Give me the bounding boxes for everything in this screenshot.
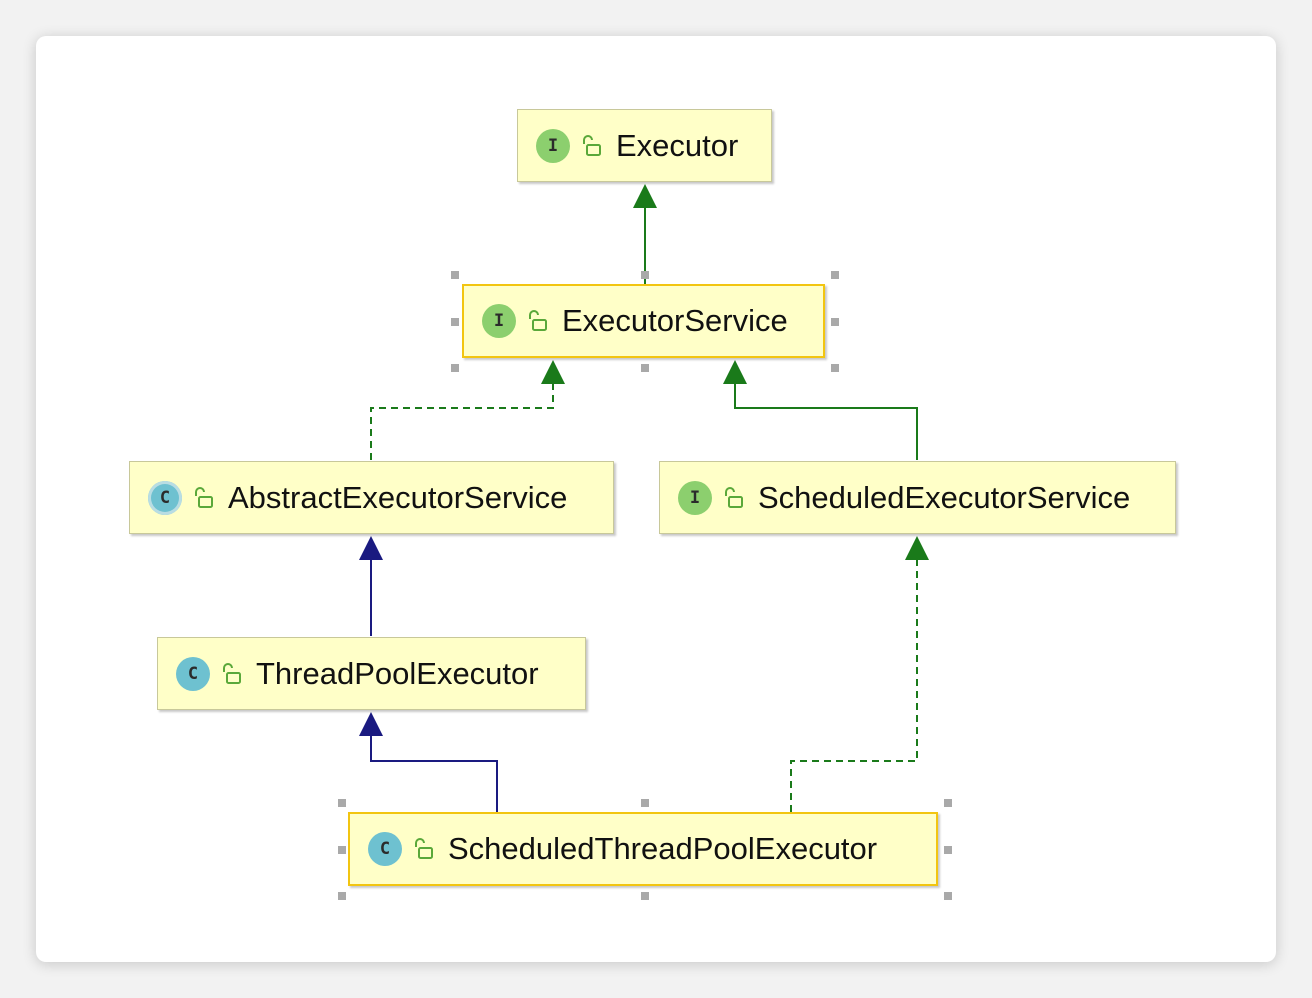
node-threadpoolexecutor[interactable]: C ThreadPoolExecutor <box>157 637 586 710</box>
node-label: ScheduledThreadPoolExecutor <box>448 831 878 866</box>
edge-scheduledthreadpoolexecutor-implements-scheduledexecutorservice <box>790 536 929 812</box>
unlocked-icon <box>529 310 547 331</box>
abstract-class-icon: C <box>148 480 182 515</box>
class-icon: C <box>368 832 402 866</box>
selection-handle[interactable] <box>831 364 839 372</box>
unlocked-icon <box>415 838 433 859</box>
selection-handle[interactable] <box>338 846 346 854</box>
node-scheduledthreadpoolexecutor[interactable]: C ScheduledThreadPoolExecutor <box>348 812 938 886</box>
selection-handle[interactable] <box>831 318 839 326</box>
selection-handle[interactable] <box>641 364 649 372</box>
edge-scheduledthreadpoolexecutor-extends-threadpoolexecutor <box>359 712 498 812</box>
node-scheduledexecutorservice[interactable]: I ScheduledExecutorService <box>659 461 1176 534</box>
node-executorservice[interactable]: I ExecutorService <box>462 284 825 358</box>
selection-handle[interactable] <box>641 892 649 900</box>
interface-icon: I <box>678 480 712 515</box>
node-abstractexecutorservice[interactable]: C AbstractExecutorService <box>129 461 614 534</box>
class-icon: C <box>176 656 210 691</box>
selection-handle[interactable] <box>451 271 459 279</box>
unlocked-icon <box>725 486 743 508</box>
edge-executorservice-extends-executor <box>633 184 657 284</box>
node-label: ThreadPoolExecutor <box>256 655 539 691</box>
node-label: Executor <box>616 127 739 163</box>
selection-handle[interactable] <box>944 892 952 900</box>
node-label: AbstractExecutorService <box>228 479 568 515</box>
unlocked-icon <box>195 486 213 508</box>
selection-handle[interactable] <box>641 799 649 807</box>
interface-icon: I <box>482 304 516 338</box>
interface-icon: I <box>536 128 570 163</box>
unlocked-icon <box>583 134 601 156</box>
selection-handle[interactable] <box>338 799 346 807</box>
selection-handle[interactable] <box>831 271 839 279</box>
selection-handle[interactable] <box>451 364 459 372</box>
selection-handle[interactable] <box>338 892 346 900</box>
selection-handle[interactable] <box>641 271 649 279</box>
edge-abstractexecutorservice-implements-executorservice <box>370 360 565 460</box>
unlocked-icon <box>223 662 241 684</box>
edge-scheduledexecutorservice-extends-executorservice <box>723 360 918 460</box>
edge-threadpoolexecutor-extends-abstractexecutorservice <box>359 536 383 636</box>
selection-handle[interactable] <box>944 846 952 854</box>
selection-handle[interactable] <box>944 799 952 807</box>
selection-handle[interactable] <box>451 318 459 326</box>
node-label: ScheduledExecutorService <box>758 479 1131 515</box>
node-executor[interactable]: I Executor <box>517 109 772 182</box>
node-label: ExecutorService <box>562 303 788 338</box>
